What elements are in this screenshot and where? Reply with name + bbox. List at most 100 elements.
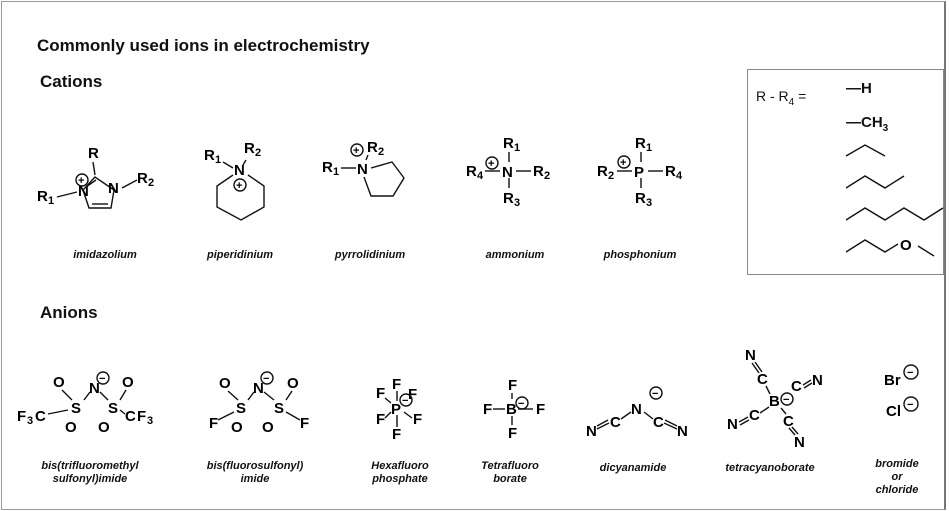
svg-text:−: − xyxy=(263,373,269,385)
svg-text:R: R xyxy=(466,163,477,180)
svg-text:P: P xyxy=(634,164,644,181)
svg-text:3: 3 xyxy=(514,197,520,209)
svg-text:R: R xyxy=(88,145,99,162)
svg-text:F: F xyxy=(408,386,417,403)
svg-text:1: 1 xyxy=(646,142,652,154)
svg-text:O: O xyxy=(287,375,299,392)
label-tetracyanoborate: tetracyanoborate xyxy=(725,462,815,474)
svg-text:R: R xyxy=(503,190,514,207)
svg-text:1: 1 xyxy=(48,195,54,207)
svg-text:2: 2 xyxy=(148,177,154,189)
svg-text:N: N xyxy=(234,162,245,179)
svg-text:C: C xyxy=(35,408,46,425)
svg-text:N: N xyxy=(631,401,642,418)
fsi-structure: O N − O S S F F O O xyxy=(209,371,309,436)
svg-text:B: B xyxy=(506,401,517,418)
svg-text:N: N xyxy=(794,434,805,451)
svg-text:R: R xyxy=(533,163,544,180)
label-dicyanamide: dicyanamide xyxy=(599,462,667,474)
svg-text:F: F xyxy=(137,408,146,425)
label-piperidinium: piperidinium xyxy=(207,249,273,261)
svg-text:−: − xyxy=(907,399,913,411)
svg-text:O: O xyxy=(65,419,77,436)
ether-oxygen: O xyxy=(900,237,912,254)
svg-text:N: N xyxy=(745,347,756,364)
label-ammonium: ammonium xyxy=(485,249,545,261)
svg-text:R: R xyxy=(137,170,148,187)
svg-text:−: − xyxy=(99,373,105,385)
svg-text:N: N xyxy=(677,423,688,440)
svg-text:2: 2 xyxy=(255,147,261,159)
svg-text:−: − xyxy=(783,394,789,406)
svg-text:3: 3 xyxy=(646,197,652,209)
svg-text:3: 3 xyxy=(27,415,33,427)
svg-text:R: R xyxy=(322,159,333,176)
svg-text:O: O xyxy=(262,419,274,436)
svg-text:F: F xyxy=(300,415,309,432)
svg-text:2: 2 xyxy=(378,146,384,158)
svg-text:3: 3 xyxy=(147,415,153,427)
methoxypropyl-tail xyxy=(917,245,935,257)
svg-text:S: S xyxy=(108,400,118,417)
label-fsi: bis(fluorosulfonyl)imide xyxy=(206,460,304,485)
svg-text:+: + xyxy=(488,158,494,170)
cations-heading: Cations xyxy=(40,72,103,91)
substituent-hydrogen: —H xyxy=(846,80,872,97)
svg-text:−: − xyxy=(907,367,913,379)
svg-text:2: 2 xyxy=(544,170,550,182)
substituent-methyl: —CH3 xyxy=(846,114,889,134)
svg-text:−: − xyxy=(402,395,408,407)
svg-text:4: 4 xyxy=(477,170,484,182)
svg-text:N: N xyxy=(812,372,823,389)
tetracyanoborate-structure: N C C N B − C N C N xyxy=(727,347,823,451)
svg-text:N: N xyxy=(586,423,597,440)
svg-text:R: R xyxy=(244,140,255,157)
svg-text:1: 1 xyxy=(514,142,520,154)
anions-heading: Anions xyxy=(40,303,98,322)
svg-text:C: C xyxy=(783,413,794,430)
pf6-structure: F F F P − F F F xyxy=(376,376,422,443)
svg-text:O: O xyxy=(98,419,110,436)
svg-text:F: F xyxy=(17,408,26,425)
svg-text:F: F xyxy=(413,411,422,428)
svg-text:P: P xyxy=(391,401,401,418)
svg-text:1: 1 xyxy=(333,166,339,178)
svg-text:B: B xyxy=(769,393,780,410)
figure-title: Commonly used ions in electrochemistry xyxy=(37,36,370,55)
svg-text:+: + xyxy=(353,145,359,157)
svg-text:R: R xyxy=(503,135,514,152)
svg-text:R: R xyxy=(597,163,608,180)
legend-label: R - R4 = xyxy=(756,88,807,108)
methoxypropyl-chain xyxy=(845,239,899,253)
svg-text:C: C xyxy=(653,414,664,431)
svg-text:N: N xyxy=(357,161,368,178)
svg-text:R: R xyxy=(37,188,48,205)
svg-text:−: − xyxy=(518,398,524,410)
svg-text:C: C xyxy=(749,407,760,424)
svg-text:R: R xyxy=(204,147,215,164)
label-pyrrolidinium: pyrrolidinium xyxy=(334,249,406,261)
svg-text:R: R xyxy=(635,190,646,207)
svg-text:F: F xyxy=(483,401,492,418)
svg-text:F: F xyxy=(376,385,385,402)
svg-text:R: R xyxy=(635,135,646,152)
svg-text:O: O xyxy=(122,374,134,391)
butyl-chain xyxy=(845,175,905,189)
svg-text:C: C xyxy=(757,371,768,388)
halide-structure: Br − Cl − xyxy=(884,364,919,420)
label-phosphonium: phosphonium xyxy=(603,249,677,261)
svg-text:N: N xyxy=(89,380,100,397)
svg-text:N: N xyxy=(78,183,89,200)
substituent-legend: R - R4 = —H —CH3 O xyxy=(747,69,944,275)
dicyanamide-structure: N C N − C N xyxy=(586,386,688,440)
